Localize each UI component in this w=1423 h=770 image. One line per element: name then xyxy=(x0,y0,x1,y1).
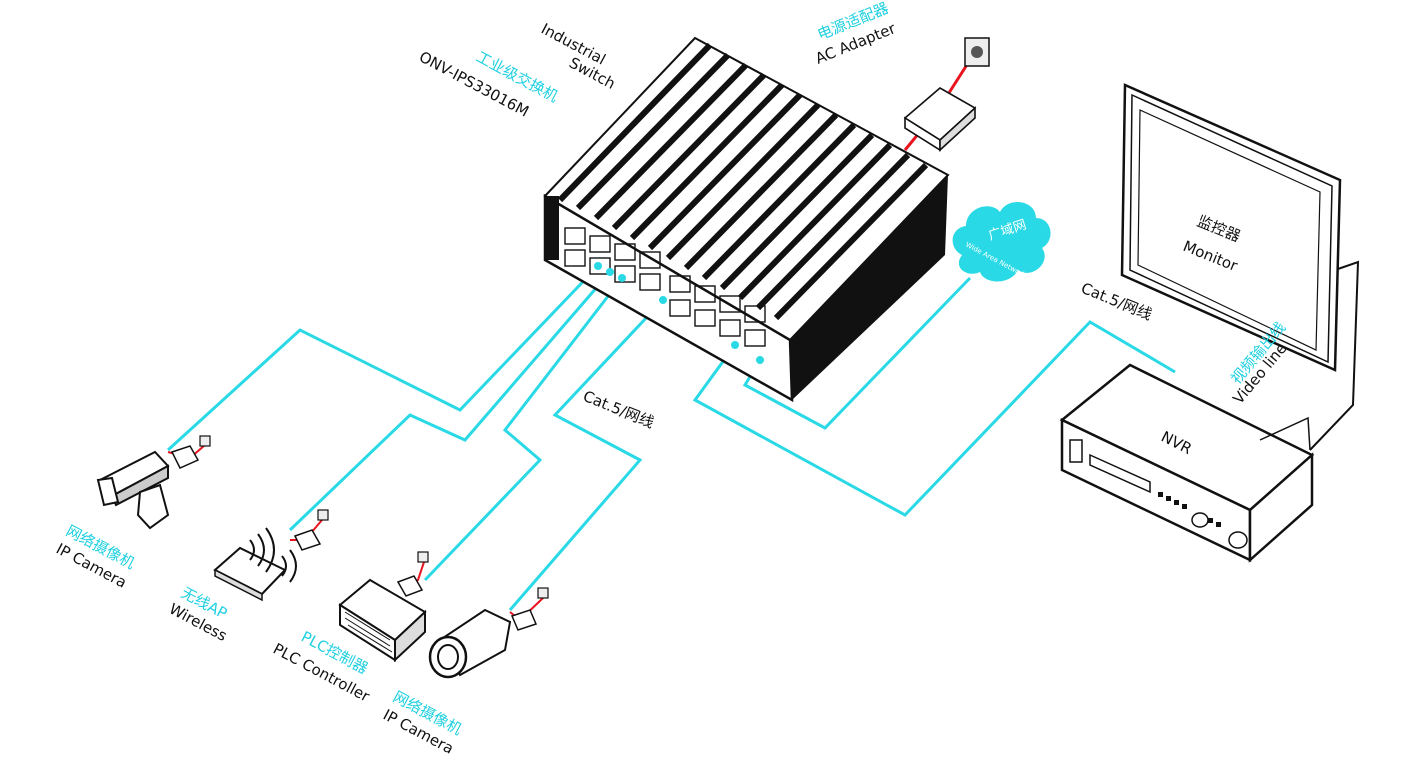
port-row-top xyxy=(564,227,766,323)
wall-socket xyxy=(964,37,990,67)
cable-ip-camera-2 xyxy=(508,298,665,611)
port-row-bottom xyxy=(564,249,766,347)
cable-ip-camera-1 xyxy=(166,264,600,452)
cable-plc xyxy=(423,277,624,582)
wifi-signal-icon xyxy=(249,527,297,583)
plc-terminals xyxy=(344,611,393,653)
nvr-side xyxy=(1248,452,1314,563)
monitor-screen xyxy=(1137,109,1321,351)
wireless-ap: 无线AP Wireless xyxy=(166,509,329,645)
video-line-cable xyxy=(1259,416,1311,451)
cloud-shape xyxy=(952,201,1051,282)
cable-label-center: Cat.5/网线 xyxy=(581,387,657,432)
nvr: NVR xyxy=(1059,363,1315,563)
camera-mount xyxy=(136,483,170,530)
wan-cloud: 广域网 Wide Area Network xyxy=(952,201,1051,282)
ethernet-ports xyxy=(564,227,766,347)
ip-camera-1: 网络摄像机 IP Camera xyxy=(53,435,211,592)
switch-side xyxy=(790,175,948,400)
cable-wireless-ap xyxy=(288,271,612,532)
monitor: 监控器 Monitor xyxy=(1120,83,1360,451)
heat-sink-fins xyxy=(557,42,929,321)
industrial-switch: Industrial Switch 工业级交换机 ONV-IPS33016M xyxy=(416,20,950,403)
switch-brand-strip xyxy=(545,196,559,260)
cable-nvr xyxy=(692,320,1176,517)
camera-2-lens xyxy=(428,635,468,679)
port-connectors xyxy=(594,262,764,364)
